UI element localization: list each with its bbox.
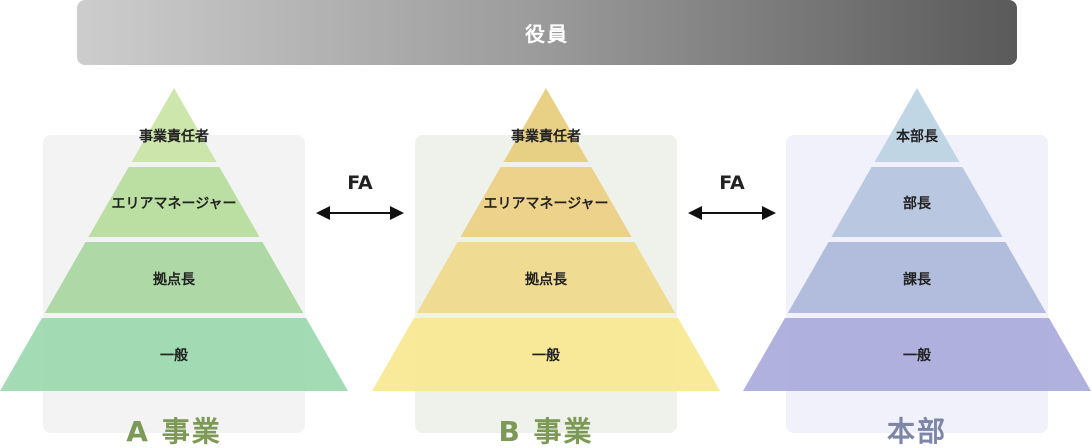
section-title-a: A 事業 <box>126 415 222 448</box>
tier-label: 事業責任者 <box>511 129 581 145</box>
pyramid-tier <box>831 167 1003 237</box>
pyramid-tier <box>503 88 589 162</box>
tier-label: エリアマネージャー <box>483 196 609 212</box>
fa-label: FA <box>719 172 745 194</box>
pyramid-tier <box>88 167 260 237</box>
section-title-headquarters: 本部 <box>886 415 947 448</box>
tier-label: 拠点長 <box>525 272 567 288</box>
pyramid-tier <box>460 167 632 237</box>
pyramid-tier <box>372 318 720 391</box>
tier-label: 課長 <box>903 272 931 288</box>
tier-label: 一般 <box>532 348 560 364</box>
executive-label: 役員 <box>525 22 569 46</box>
tier-label: 一般 <box>903 348 931 364</box>
pyramid-b <box>372 88 720 391</box>
pyramid-tier <box>787 242 1047 313</box>
fa-label: FA <box>347 172 373 194</box>
section-title-b: B 事業 <box>498 415 594 448</box>
tier-label: 部長 <box>903 196 931 212</box>
executive-bar: 役員 <box>77 0 1017 65</box>
pyramid-tier <box>0 318 348 391</box>
tier-label: 拠点長 <box>153 272 195 288</box>
pyramid-tier <box>743 318 1091 391</box>
tier-label: 本部長 <box>896 129 938 145</box>
double-arrow-icon <box>316 206 404 220</box>
pyramid-tier <box>131 88 217 162</box>
tier-label: 事業責任者 <box>139 129 209 145</box>
pyramid-tier <box>874 88 960 162</box>
double-arrow-icon <box>688 206 776 220</box>
pyramid-c <box>743 88 1091 391</box>
tier-label: エリアマネージャー <box>111 196 237 212</box>
pyramid-tier <box>416 242 676 313</box>
pyramid-tier <box>44 242 304 313</box>
tier-label: 一般 <box>160 348 188 364</box>
pyramid-a <box>0 88 348 391</box>
